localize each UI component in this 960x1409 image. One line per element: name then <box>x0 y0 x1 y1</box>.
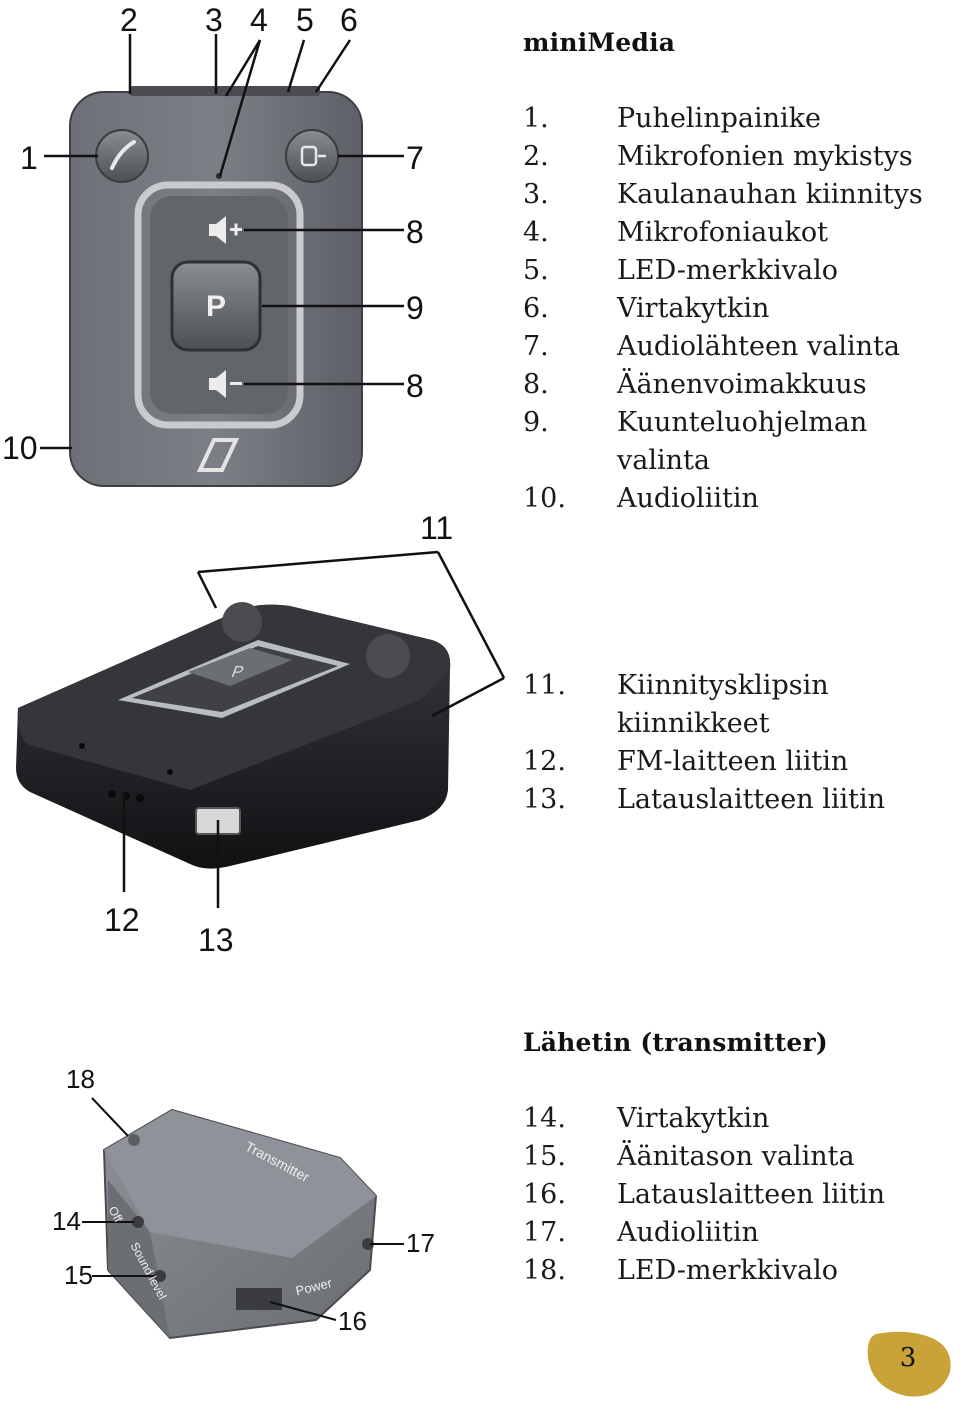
minimedia-parts-list: 1.Puhelinpainike 2.Mikrofonien mykistys … <box>523 100 957 518</box>
transmitter-drawing <box>102 1108 378 1340</box>
list-item: 9.Kuunteluohjelman valinta <box>523 407 868 476</box>
callout-8b: 8 <box>406 368 424 404</box>
list-item: 10.Audioliitin <box>523 483 759 514</box>
list-item: 7.Audiolähteen valinta <box>523 331 900 362</box>
callout-6: 6 <box>340 2 358 38</box>
callout-5: 5 <box>296 2 314 38</box>
list-item: 3.Kaulanauhan kiinnitys <box>523 179 923 210</box>
p-button-label: P <box>206 290 227 323</box>
callout-15: 15 <box>64 1260 93 1290</box>
callout-3: 3 <box>205 2 223 38</box>
list-item: 18.LED-merkkivalo <box>523 1255 838 1286</box>
callout-13: 13 <box>198 922 234 958</box>
callout-8a: 8 <box>406 214 424 250</box>
page-number-badge <box>867 1331 951 1397</box>
minimedia-heading: miniMedia <box>523 28 676 57</box>
list-item: 1.Puhelinpainike <box>523 103 821 134</box>
list-item: 16.Latauslaitteen liitin <box>523 1179 885 1210</box>
list-item: 15.Äänitason valinta <box>523 1141 855 1172</box>
list-item: 8.Äänenvoimakkuus <box>523 369 867 400</box>
list-item: 5.LED-merkkivalo <box>523 255 838 286</box>
p-button <box>170 260 262 352</box>
list-item: 13.Latauslaitteen liitin <box>523 784 885 815</box>
callout-18: 18 <box>66 1064 95 1094</box>
list-item: 14.Virtakytkin <box>523 1103 770 1134</box>
list-item: 6.Virtakytkin <box>523 293 770 324</box>
callout-1: 1 <box>20 140 38 176</box>
list-item: 2.Mikrofonien mykistys <box>523 141 913 172</box>
transmitter-heading: Lähetin (transmitter) <box>523 1028 828 1057</box>
callout-10: 10 <box>2 430 38 466</box>
list-item: 4.Mikrofoniaukot <box>523 217 829 248</box>
transmitter-parts-list: 14.Virtakytkin 15.Äänitason valinta 16.L… <box>523 1100 957 1290</box>
callout-4: 4 <box>250 2 268 38</box>
list-item: 17.Audioliitin <box>523 1217 759 1248</box>
callout-7: 7 <box>406 140 424 176</box>
callout-2: 2 <box>120 2 138 38</box>
volume-down-icon <box>209 370 242 398</box>
minimedia-parts-list-2: 11.Kiinnitysklipsin kiinnikkeet 12.FM-la… <box>523 667 957 819</box>
callout-16: 16 <box>338 1306 367 1336</box>
phone-button <box>95 129 149 183</box>
callout-14: 14 <box>52 1206 81 1236</box>
callout-17: 17 <box>406 1228 435 1258</box>
list-item: 12.FM-laitteen liitin <box>523 746 849 777</box>
volume-up-icon <box>209 216 242 244</box>
callout-11: 11 <box>420 510 454 546</box>
callout-12: 12 <box>104 902 140 938</box>
callout-9: 9 <box>406 290 424 326</box>
page-number: 3 <box>899 1343 917 1373</box>
p-button-3d <box>188 648 292 686</box>
source-button <box>285 129 339 183</box>
logo-icon <box>196 438 240 472</box>
minimedia-side-drawing <box>16 602 451 869</box>
list-item: 11.Kiinnitysklipsin kiinnikkeet <box>523 670 829 739</box>
